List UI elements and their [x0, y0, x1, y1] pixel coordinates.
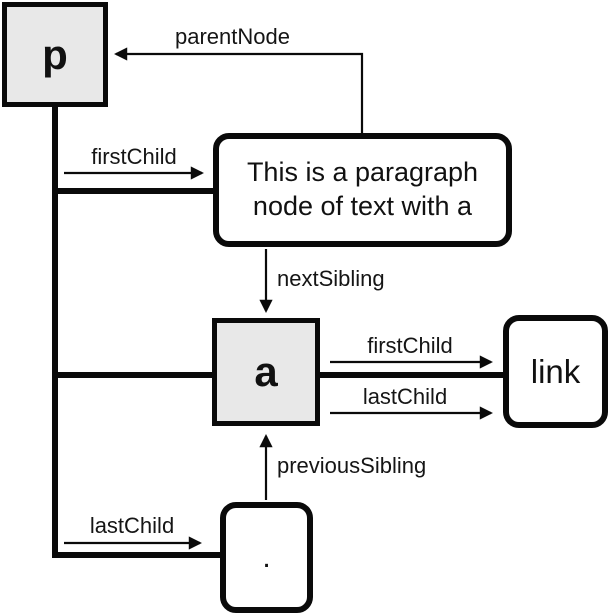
node-a-label: a — [254, 348, 278, 395]
edge-label-lastchild-p: lastChild — [89, 513, 175, 538]
edge-label-firstchild-a: firstChild — [367, 333, 453, 358]
node-period-label: . — [262, 540, 271, 574]
paragraph-text-line1: This is a paragraph — [246, 157, 479, 188]
paragraph-text-line2: node of text with a — [252, 191, 473, 221]
edge-label-parentnode: parentNode — [175, 24, 290, 49]
node-p-label: p — [42, 30, 68, 78]
edge-label-lastchild-a: lastChild — [362, 384, 448, 409]
edge-label-nextsibling: nextSibling — [277, 266, 385, 291]
parentnode-arrow — [114, 47, 364, 136]
edge-label-firstchild-p: firstChild — [91, 144, 177, 169]
node-link-text: link — [503, 315, 608, 428]
node-a-element: a — [212, 318, 320, 426]
node-paragraph-text: This is a paragraph node of text with a — [213, 133, 512, 247]
node-period-text: . — [220, 502, 313, 613]
edge-label-previoussibling: previousSibling — [277, 453, 427, 478]
node-link-label: link — [530, 352, 581, 390]
node-p-element: p — [2, 2, 108, 107]
